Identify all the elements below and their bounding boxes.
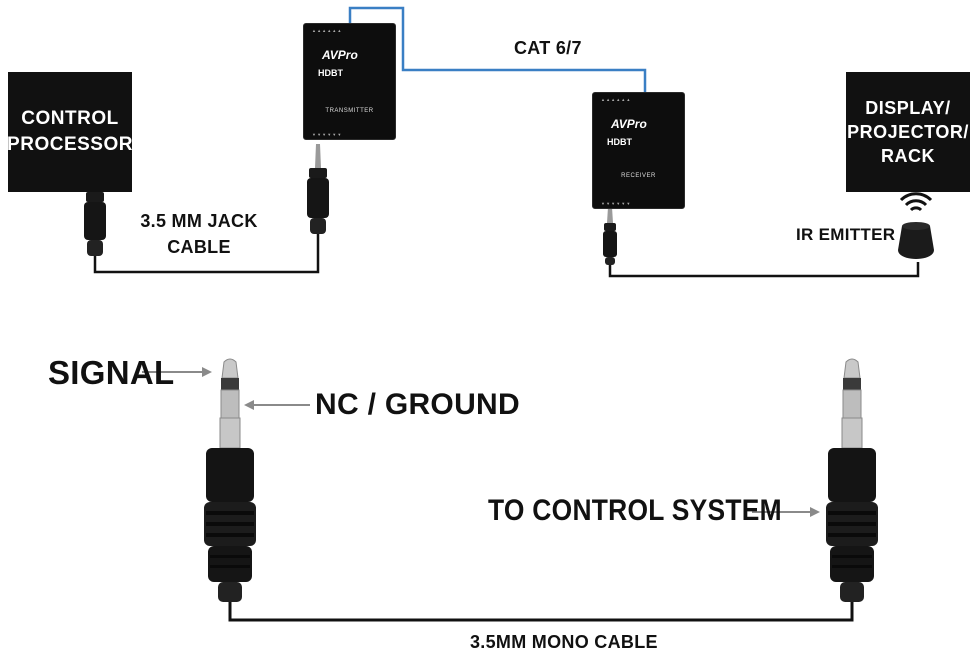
ir-emitter-device	[898, 192, 934, 259]
mono-cable	[228, 600, 854, 622]
receiver-name: RECEIVER	[621, 173, 656, 179]
transmitter-hdbt-logo: HDBT	[318, 68, 343, 78]
transmitter-brand: AVPro	[322, 48, 358, 62]
jack-plug-large-right	[826, 358, 878, 602]
receiver-hdbt-logo: HDBT	[607, 137, 632, 147]
cat-cable-label: CAT 6/7	[514, 38, 582, 58]
cat-cable	[348, 6, 647, 92]
jack-cable-top	[93, 234, 320, 274]
signal-arrow	[142, 367, 212, 377]
display-label: DISPLAY/ PROJECTOR/ RACK	[847, 97, 969, 167]
transmitter-device: ▲ ▲ ▲ ▲ ▲ ▲ AVPro HDBT TRANSMITTER ▼ ▼ ▼…	[303, 23, 396, 140]
signal-label: SIGNAL	[48, 354, 175, 391]
ir-cable	[608, 262, 920, 278]
jack-plug-small-right	[603, 207, 617, 265]
receiver-device: ▲ ▲ ▲ ▲ ▲ ▲ AVPro HDBT RECEIVER ▼ ▼ ▼ ▼ …	[592, 92, 685, 209]
nc-ground-label: NC / GROUND	[315, 388, 520, 421]
mono-cable-label: 3.5MM MONO CABLE	[470, 632, 658, 652]
control-processor-box: CONTROL PROCESSOR	[7, 72, 133, 192]
jack-cable-label: 3.5 MM JACK CABLE	[140, 211, 258, 258]
display-box: DISPLAY/ PROJECTOR/ RACK	[846, 72, 970, 192]
receiver-brand: AVPro	[611, 117, 647, 131]
jack-plug-large-left	[204, 358, 256, 602]
ir-emitter-label: IR EMITTER	[796, 225, 896, 244]
control-processor-label: CONTROL PROCESSOR	[7, 108, 133, 155]
nc-ground-arrow	[244, 400, 310, 410]
to-control-system-label: TO CONTROL SYSTEM	[488, 494, 782, 527]
to-control-arrow	[752, 507, 820, 517]
transmitter-name: TRANSMITTER	[325, 108, 374, 114]
jack-plug-small-mid	[307, 144, 329, 234]
